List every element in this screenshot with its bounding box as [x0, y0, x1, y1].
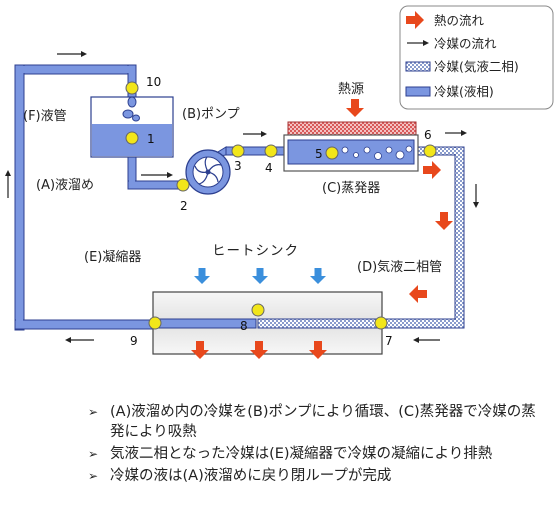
svg-text:9: 9 — [130, 334, 138, 348]
svg-text:冷媒(液相): 冷媒(液相) — [434, 84, 494, 99]
point-3 — [231, 144, 245, 158]
reservoir — [90, 96, 174, 158]
svg-text:7: 7 — [385, 334, 393, 348]
svg-text:5: 5 — [315, 147, 323, 161]
svg-text:4: 4 — [265, 161, 273, 175]
svg-text:8: 8 — [240, 319, 248, 333]
svg-text:2: 2 — [180, 199, 188, 213]
arrowhead-bullet-icon: ➢ — [88, 469, 99, 483]
legend: 熱の流れ 冷媒の流れ 冷媒(気液二相) 冷媒(液相) — [399, 5, 554, 110]
svg-text:冷媒(気液二相): 冷媒(気液二相) — [434, 59, 519, 74]
label-evaporator: (C)蒸発器 — [322, 181, 380, 196]
svg-text:10: 10 — [146, 75, 161, 89]
arrowhead-bullet-icon: ➢ — [88, 447, 99, 461]
point-7 — [374, 316, 388, 330]
evaporator — [283, 121, 419, 172]
label-heat-sink: ヒートシンク — [212, 243, 299, 259]
svg-text:1: 1 — [147, 132, 155, 146]
condenser — [152, 291, 383, 355]
svg-text:冷媒の流れ: 冷媒の流れ — [434, 36, 497, 51]
point-6 — [423, 144, 437, 158]
note-item: ➢ 冷媒の液は(A)液溜めに戻り閉ループが完成 — [88, 466, 548, 486]
label-liquid-pipe: (F)液管 — [23, 109, 67, 124]
note-item: ➢ 気液二相となった冷媒は(E)凝縮器で冷媒の凝縮により排熱 — [88, 444, 548, 464]
label-condenser: (E)凝縮器 — [84, 249, 141, 265]
two-phase-pipe — [379, 146, 465, 329]
point-1 — [125, 131, 139, 145]
point-2 — [176, 178, 190, 192]
heat-arrows — [191, 99, 453, 359]
notes-list: ➢ (A)液溜め内の冷媒を(B)ポンプにより循環、(C)蒸発器で冷媒の蒸発により… — [88, 402, 548, 488]
legend-liquid: 冷媒(液相) — [405, 84, 494, 99]
note-text: 気液二相となった冷媒は(E)凝縮器で冷媒の凝縮により排熱 — [110, 446, 493, 462]
label-heat-source: 熱源 — [338, 82, 364, 97]
point-4 — [264, 144, 278, 158]
measurement-points: 1 2 3 4 5 6 7 8 9 10 — [125, 75, 437, 348]
liquid-pipe — [14, 64, 289, 331]
loop-diagram: 1 2 3 4 5 6 7 8 9 10 (F)液管 (A)液溜め (B)ポンプ… — [5, 5, 554, 359]
arrowhead-bullet-icon: ➢ — [88, 405, 99, 419]
point-9 — [148, 316, 162, 330]
heat-sink-arrows — [194, 268, 326, 284]
label-pump: (B)ポンプ — [182, 107, 240, 122]
label-reservoir: (A)液溜め — [36, 178, 94, 193]
refrigerant-flow-arrows — [5, 51, 479, 343]
legend-refrigerant-flow: 冷媒の流れ — [407, 36, 497, 51]
point-8 — [251, 303, 265, 317]
point-10 — [125, 81, 139, 95]
legend-heat-flow: 熱の流れ — [406, 11, 485, 29]
label-two-phase-pipe: (D)気液二相管 — [357, 259, 442, 275]
note-item: ➢ (A)液溜め内の冷媒を(B)ポンプにより循環、(C)蒸発器で冷媒の蒸発により… — [88, 402, 548, 442]
svg-text:6: 6 — [424, 128, 432, 142]
legend-two-phase: 冷媒(気液二相) — [405, 59, 519, 74]
note-text: (A)液溜め内の冷媒を(B)ポンプにより循環、(C)蒸発器で冷媒の蒸発により吸熱 — [110, 404, 536, 440]
svg-text:3: 3 — [234, 159, 242, 173]
note-text: 冷媒の液は(A)液溜めに戻り閉ループが完成 — [110, 468, 392, 484]
point-5 — [325, 146, 339, 160]
pump — [185, 146, 231, 195]
svg-text:熱の流れ: 熱の流れ — [434, 13, 485, 28]
